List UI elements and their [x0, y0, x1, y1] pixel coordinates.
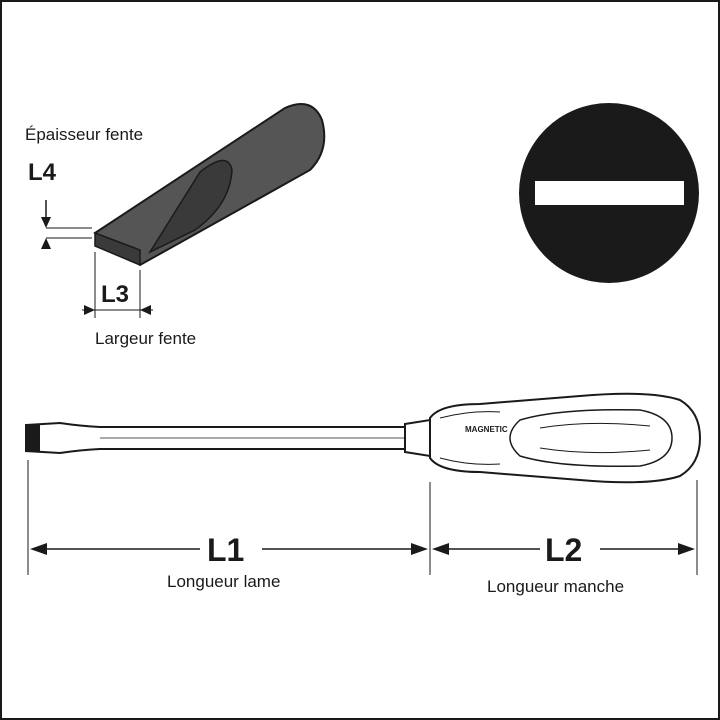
l3-arrow-left [84, 305, 95, 315]
slot-symbol-bar [535, 181, 684, 205]
l2-label: L2 [545, 532, 582, 568]
blade-tip-detail [93, 103, 326, 267]
handle-brand-label: MAGNETIC [465, 425, 508, 434]
l4-arrow-down [41, 217, 51, 228]
handle-grip-line-bottom [539, 447, 651, 454]
handle-grip-panel [509, 408, 673, 468]
l1-arrow-left [30, 543, 47, 555]
handle-grip-line-top [539, 422, 651, 429]
l3-dimension [82, 252, 153, 318]
blade-tip-face [94, 231, 141, 267]
handle-ferrule [404, 418, 431, 458]
l4-dimension [41, 200, 92, 249]
handle-body [429, 392, 702, 484]
blade-tip-end [26, 425, 40, 451]
l1-caption: Longueur lame [167, 572, 280, 591]
slot-symbol-icon [519, 103, 699, 283]
l4-label: L4 [28, 159, 57, 186]
l2-caption: Longueur manche [487, 577, 624, 596]
l2-arrow-right [678, 543, 695, 555]
l4-arrow-up [41, 238, 51, 249]
length-dimensions [27, 460, 698, 575]
l3-caption: Largeur fente [95, 329, 196, 348]
handle-front-line-bottom [439, 457, 501, 465]
l1-label: L1 [207, 532, 244, 568]
l1-arrow-right [411, 543, 428, 555]
l2-arrow-left [432, 543, 449, 555]
screwdriver-drawing [25, 392, 702, 484]
l3-label: L3 [101, 281, 129, 308]
handle-front-line-top [439, 411, 501, 419]
l3-arrow-right [140, 305, 151, 315]
blade-tip-bevel [147, 159, 233, 254]
l4-caption: Épaisseur fente [25, 125, 143, 144]
